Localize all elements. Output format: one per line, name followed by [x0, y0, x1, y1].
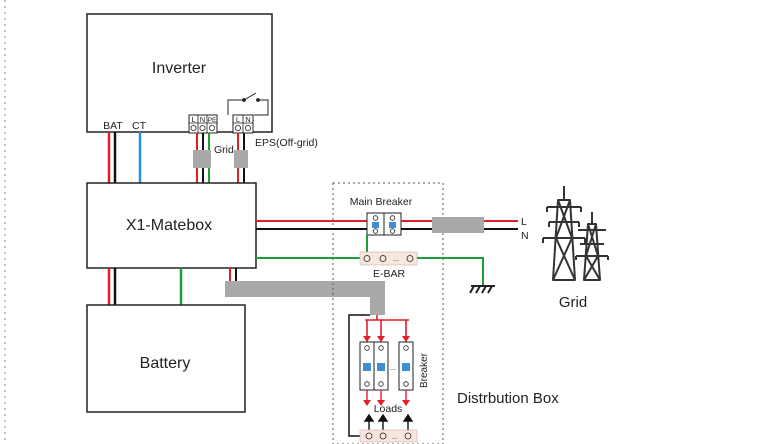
- inverter-box: [86, 13, 273, 133]
- battery-title: Battery: [140, 355, 191, 372]
- grid-l-label: L: [521, 216, 527, 228]
- eps-load-cable: [225, 268, 385, 315]
- loads-label: Loads: [374, 403, 403, 415]
- ground-symbol: [469, 285, 495, 294]
- main-breaker-label: Main Breaker: [350, 196, 413, 208]
- eps-cable-label: EPS(Off-grid): [255, 137, 318, 149]
- distribution-box-outline: [332, 182, 444, 444]
- grid-terminal-block: L N PE: [188, 114, 218, 134]
- eps-terminal-block: L N: [232, 114, 254, 134]
- eps-terminal-n: N: [245, 115, 250, 124]
- ground-wire: [417, 257, 484, 285]
- matebox-title: X1-Matebox: [126, 217, 212, 234]
- bat-label: BAT: [103, 120, 123, 132]
- grid-n-label: N: [521, 230, 529, 242]
- grid-terminal-n: N: [200, 115, 205, 124]
- internal-switch: [227, 92, 269, 116]
- breaker-label: Breaker: [419, 352, 430, 388]
- eps-terminal-l: L: [236, 115, 240, 124]
- load-live-wires: [365, 315, 409, 342]
- battery-box: [86, 304, 246, 413]
- ebar: ...: [359, 251, 418, 266]
- load-output-arrows: [363, 390, 410, 406]
- grid-terminal-l: L: [191, 115, 195, 124]
- load-live-arrows: [363, 336, 410, 342]
- inverter-title: Inverter: [152, 60, 207, 77]
- ebar-dots: ...: [393, 256, 399, 263]
- distribution-box-label: Distrbution Box: [457, 390, 559, 407]
- grid-feed-cable: [432, 217, 484, 233]
- load-return-arrows: [363, 413, 414, 430]
- grid-tower-label: Grid: [559, 294, 587, 311]
- breaker-dots: ...: [390, 365, 396, 372]
- load-neutral-wire: [348, 314, 370, 437]
- matebox-box: [86, 182, 257, 269]
- eps-cable: [234, 133, 248, 183]
- load-breakers: [359, 341, 414, 391]
- ct-label: CT: [132, 120, 147, 132]
- transmission-tower-icon: [542, 186, 609, 281]
- grid-terminal-pe: PE: [208, 117, 217, 124]
- ebar-label: E-BAR: [373, 268, 406, 280]
- neutral-bar: ...: [359, 429, 418, 443]
- grid-cable-label: Grid: [214, 144, 234, 156]
- main-breaker: [366, 212, 402, 236]
- grid-cable: [193, 133, 211, 183]
- neutral-bar-dots: ...: [392, 434, 398, 441]
